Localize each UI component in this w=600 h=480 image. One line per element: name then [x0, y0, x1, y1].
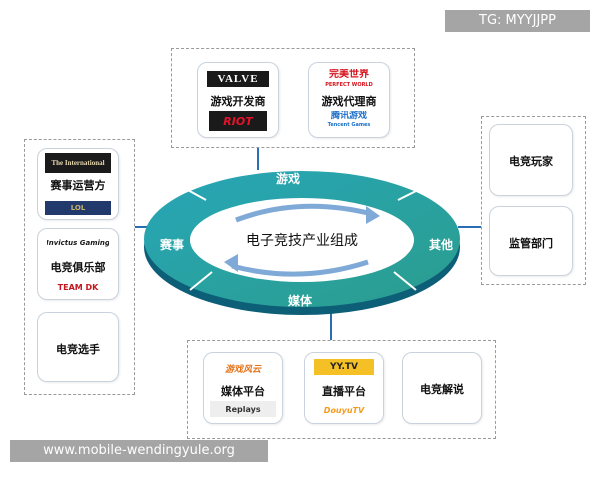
valve-logo: VALVE [207, 71, 269, 87]
cycle-arrowhead-top [366, 206, 380, 224]
team-dk-logo: TEAM DK [57, 282, 99, 292]
media-platform-card: 游戏风云 媒体平台 Replays [203, 352, 283, 424]
the-international-logo: The International [45, 153, 111, 173]
cycle-arrow-bottom [231, 259, 369, 277]
center-title: 电子竞技产业组成 [246, 232, 358, 249]
cycle-arrow-top [235, 203, 373, 223]
regulator-card: 监管部门 [489, 206, 573, 276]
invictus-gaming-logo: Invictus Gaming [47, 239, 109, 247]
esports-player-label: 电竞选手 [56, 343, 100, 356]
site-watermark-badge: www.mobile-wendingyule.org [10, 440, 268, 462]
perfect-world-logo: 完美世界 PERFECT WORLD [325, 69, 373, 89]
esports-club-label: 电竞俱乐部 [50, 261, 106, 274]
regulator-label: 监管部门 [509, 237, 553, 250]
live-platform-card: YY.TV 直播平台 DouyuTV [304, 352, 384, 424]
ring-inner-hole [190, 198, 414, 282]
gamefy-logo: 游戏风云 [224, 364, 261, 375]
cycle-arrowhead-bottom [224, 254, 238, 272]
esports-player-card: 电竞选手 [37, 312, 119, 382]
live-platform-label: 直播平台 [322, 385, 366, 398]
top-group-box [171, 48, 415, 148]
game-developer-card: VALVE 游戏开发商 RIOT [197, 62, 279, 138]
game-developer-label: 游戏开发商 [210, 95, 266, 108]
ring-divider-bottom-right [393, 271, 417, 291]
ring-label-game: 游戏 [276, 171, 300, 186]
bottom-group-box [187, 340, 496, 439]
tencent-games-logo: 腾讯游戏 Tencent Games [327, 111, 371, 129]
douyu-logo: DouyuTV [323, 405, 365, 415]
esports-commentary-card: 电竞解说 [402, 352, 482, 424]
esports-commentary-label: 电竞解说 [420, 383, 464, 396]
left-group-box [24, 139, 135, 395]
yytv-logo: YY.TV [314, 359, 374, 375]
top-connector-line [257, 148, 259, 170]
game-publisher-card: 完美世界 PERFECT WORLD 游戏代理商 腾讯游戏 Tencent Ga… [308, 62, 390, 138]
game-publisher-label: 游戏代理商 [321, 95, 377, 108]
ring-label-event: 赛事 [159, 237, 184, 252]
tg-watermark-badge: TG: MYYJJPP [445, 10, 590, 32]
right-group-box [481, 116, 586, 285]
left-connector-line [135, 226, 165, 228]
ring-divider-bottom-left [189, 271, 213, 291]
ring-label-other: 其他 [429, 237, 453, 252]
lol-event-logo: LOL [45, 201, 111, 215]
ring-outer [144, 171, 460, 307]
ring-divider-top-right [397, 188, 421, 201]
esports-gamer-label: 电竞玩家 [509, 155, 553, 168]
event-operator-label: 赛事运营方 [50, 179, 106, 192]
ring-divider-top-left [185, 188, 207, 201]
media-platform-label: 媒体平台 [221, 385, 265, 398]
riot-logo: RIOT [209, 111, 267, 131]
ring-shadow [144, 179, 460, 315]
esports-club-card: Invictus Gaming 电竞俱乐部 TEAM DK [37, 228, 119, 300]
replays-logo: Replays [210, 401, 276, 417]
bottom-connector-line [330, 306, 332, 340]
esports-gamer-card: 电竞玩家 [489, 124, 573, 196]
ring-label-media: 媒体 [288, 293, 313, 308]
right-connector-line [458, 226, 481, 228]
event-operator-card: The International 赛事运营方 LOL [37, 148, 119, 220]
